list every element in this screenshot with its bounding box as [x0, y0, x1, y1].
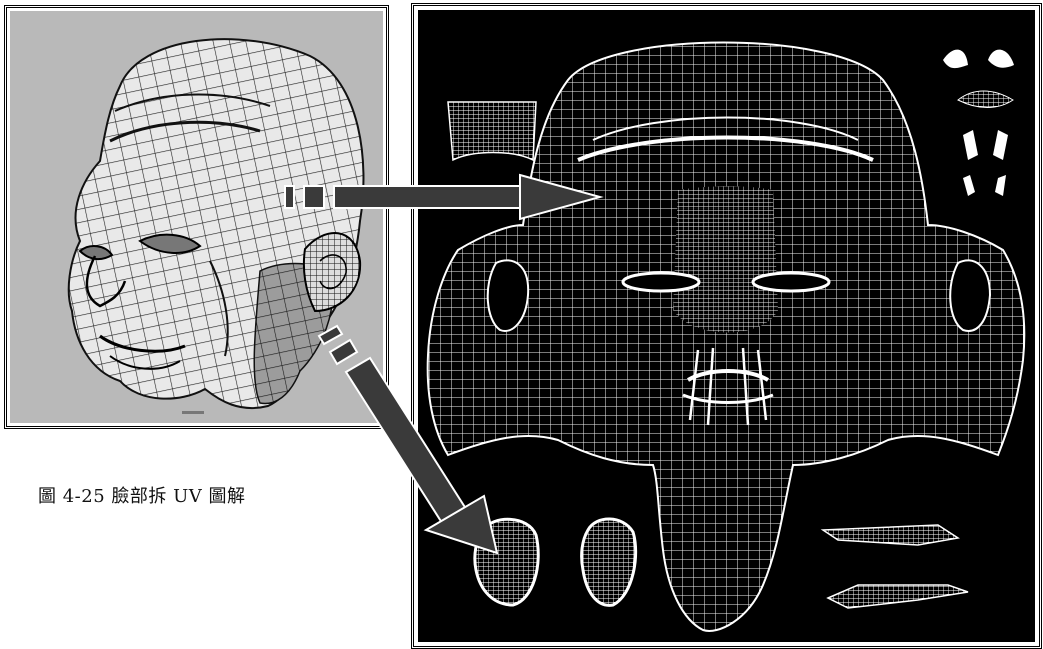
uv-layout-frame [411, 3, 1042, 649]
head-viewport [10, 11, 383, 423]
figure-caption: 圖 4-25 臉部拆 UV 圖解 [38, 482, 246, 508]
head-wireframe-image [10, 11, 383, 423]
viewport-3d-frame [4, 5, 389, 429]
uv-layout-viewport [418, 10, 1035, 642]
uv-layout-image [418, 10, 1035, 642]
